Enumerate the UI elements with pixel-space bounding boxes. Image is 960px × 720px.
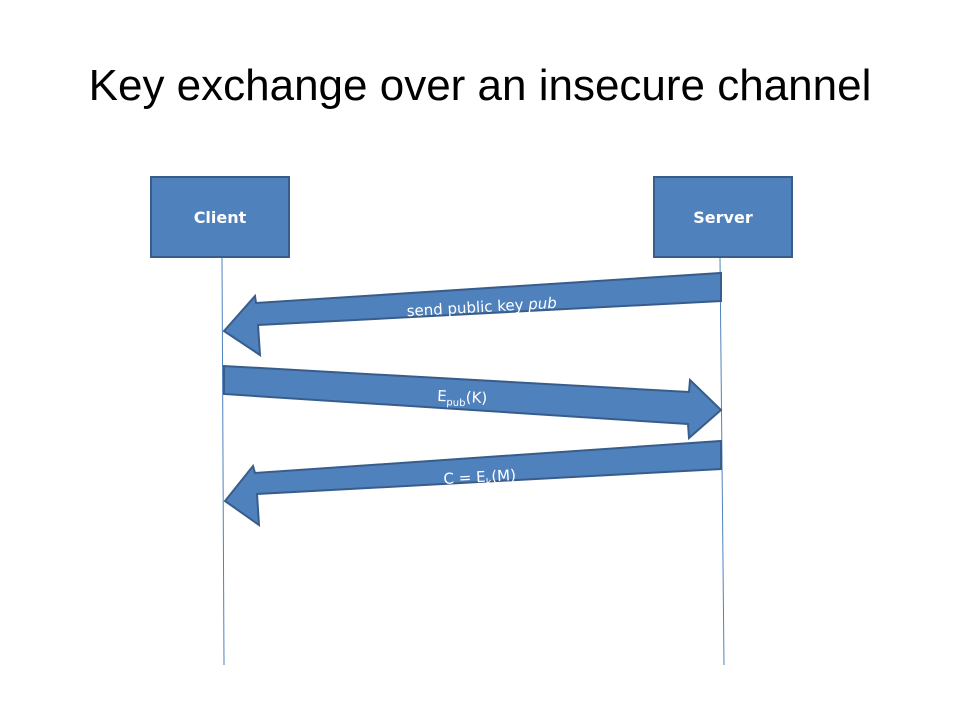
- client-lifeline: [221, 257, 225, 666]
- client-label: Client: [194, 208, 247, 227]
- message-arrow-1: send public key pub: [222, 271, 722, 357]
- client-box: Client: [150, 176, 290, 258]
- message-label-2: Epub(K): [437, 387, 488, 410]
- message-arrow-2: Epub(K): [223, 364, 723, 441]
- server-label: Server: [693, 208, 753, 227]
- message-arrow-3: C = Ek(M): [223, 439, 722, 528]
- slide-title: Key exchange over an insecure channel: [88, 61, 872, 110]
- server-box: Server: [653, 176, 793, 258]
- message-label-3: C = Ek(M): [443, 466, 517, 491]
